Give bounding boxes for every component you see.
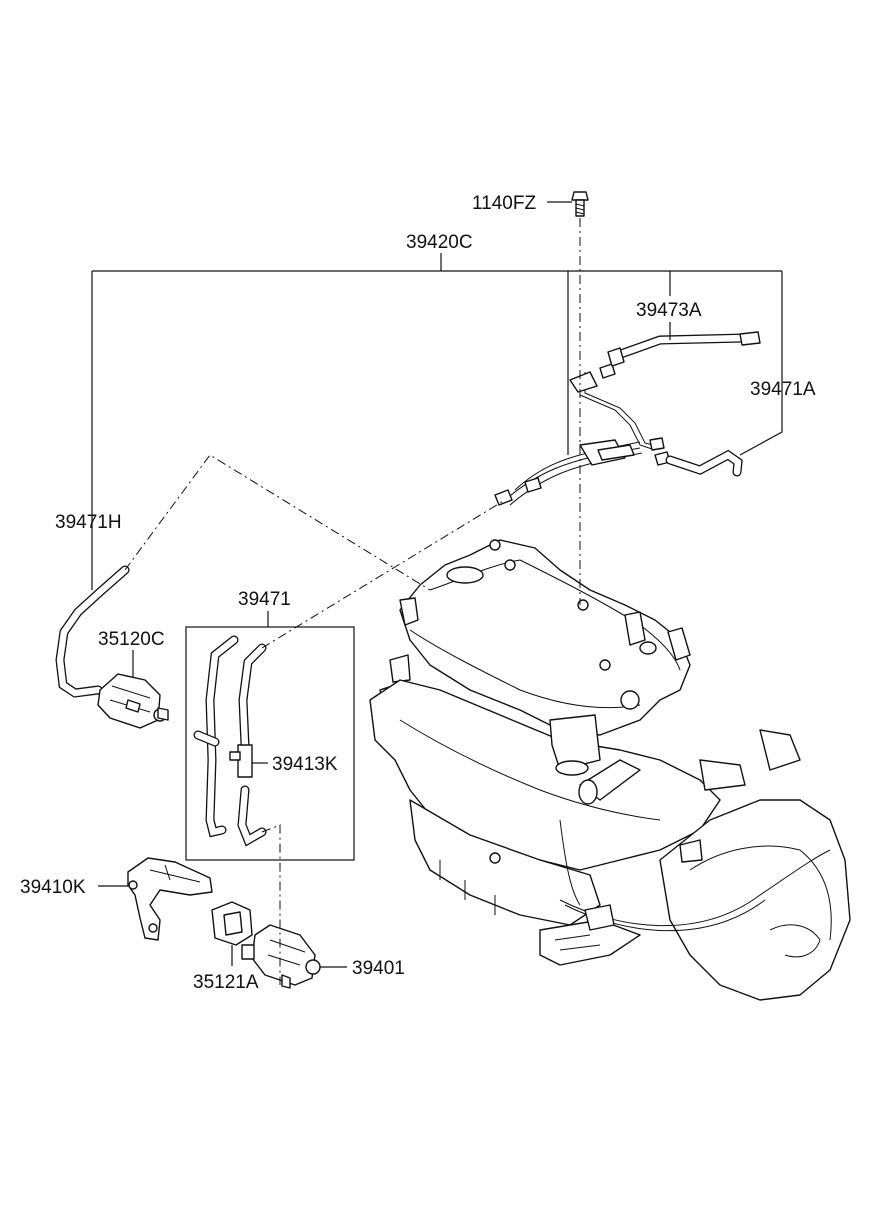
label-1140fz: 1140FZ	[472, 193, 536, 214]
leader-lines	[91, 201, 783, 968]
t-joint-39413k	[229, 744, 253, 778]
hose-39471h	[55, 565, 130, 698]
solenoid-valve-39401	[241, 924, 321, 989]
label-39471a: 39471A	[750, 379, 816, 400]
label-39471h: 39471H	[55, 512, 122, 533]
engine-assembly	[369, 539, 851, 1001]
label-39401: 39401	[352, 958, 405, 979]
label-35120c: 35120C	[98, 629, 165, 650]
label-39420c: 39420C	[406, 232, 473, 253]
bracket-39410k	[127, 857, 213, 941]
hose-39471a	[665, 449, 743, 477]
installation-dash-lines	[124, 218, 581, 985]
hose-assembly-39420c	[494, 363, 671, 506]
hose-group-box-39471	[185, 626, 355, 861]
purge-valve-35120c	[97, 673, 169, 729]
insulator-35121a	[211, 901, 253, 946]
part-labels: 1140FZ 39420C 39473A 39471A 39471H 39471…	[20, 193, 816, 993]
bolt-1140fz	[571, 191, 589, 217]
label-39410k: 39410K	[20, 877, 86, 898]
label-39473a: 39473A	[636, 300, 702, 321]
label-39471: 39471	[238, 589, 291, 610]
label-35121a: 35121A	[193, 972, 259, 993]
hose-39473a	[607, 331, 761, 367]
label-39413k: 39413K	[272, 754, 338, 775]
